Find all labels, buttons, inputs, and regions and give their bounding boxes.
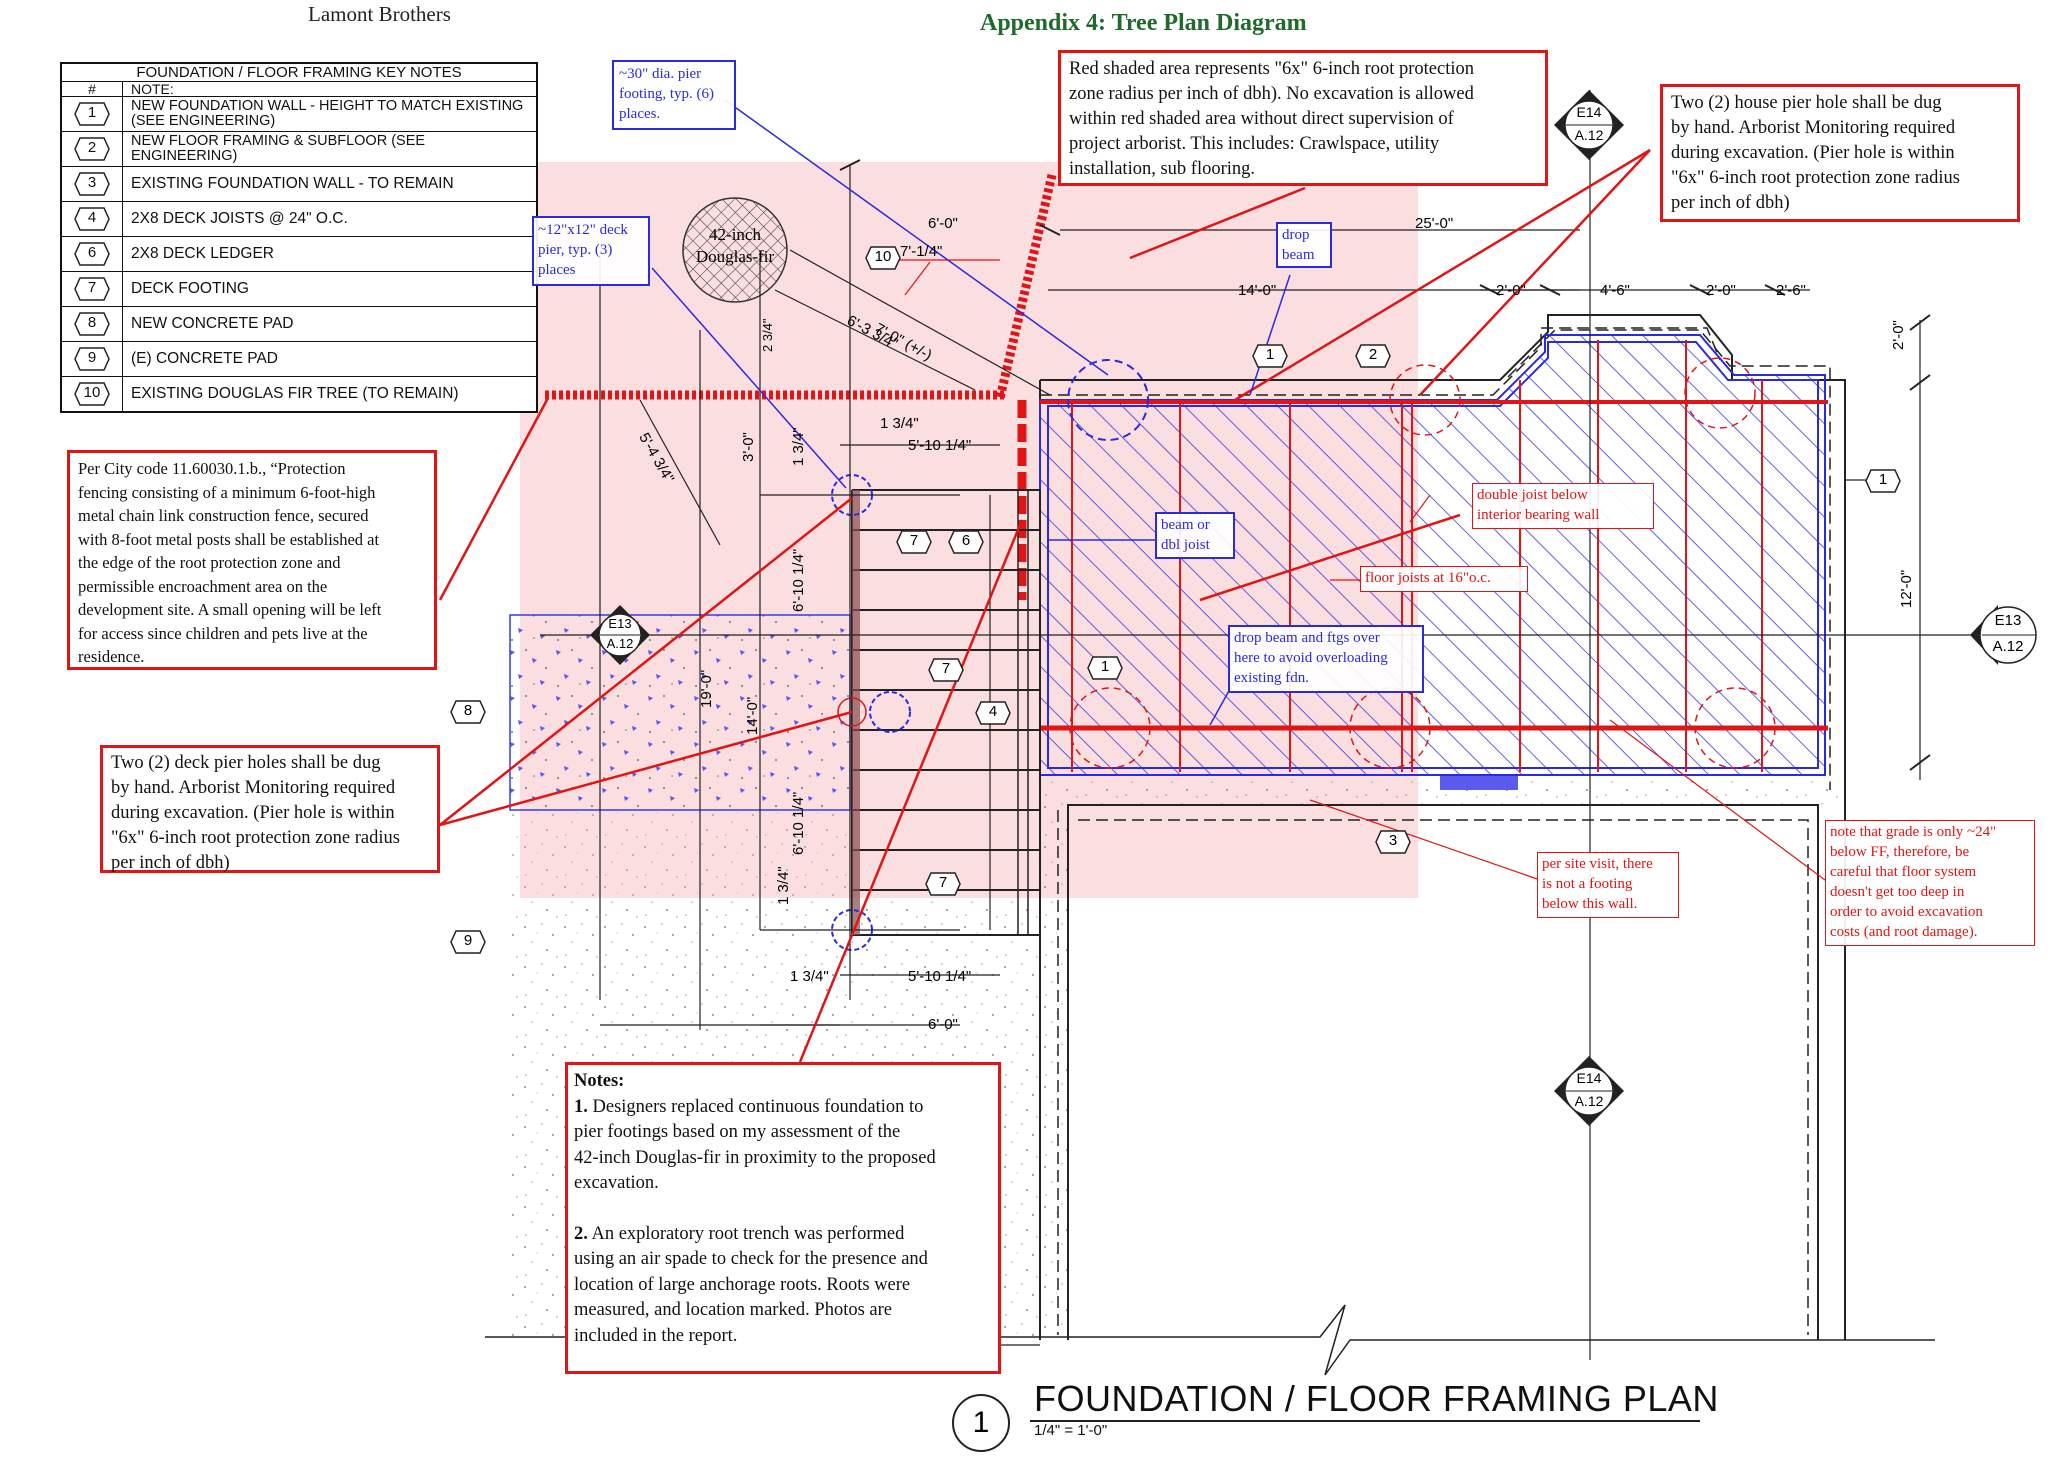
dim-2-0-a: 2'-0" [1496,282,1526,299]
beam-dbl-joist-callout: beam or dbl joist [1155,512,1235,559]
dim-19-0: 19'-0" [698,669,715,708]
dim-2-0-v: 2'-0" [1890,320,1907,350]
dim-12-0: 12'-0" [1898,569,1915,608]
dim-25-0: 25'-0" [1415,215,1454,232]
section-mark-e14-top: E14 A.12 [1552,88,1626,162]
tag-3: 3 [1375,830,1411,854]
dim-14-0-top: 14'-0" [1238,282,1277,299]
house-pier-callout: Two (2) house pier hole shall be dug by … [1660,84,2020,222]
dim-5-10-a: 5'-10 1/4" [908,437,972,454]
key-notes-table: FOUNDATION / FLOOR FRAMING KEY NOTES #NO… [60,62,538,413]
notes-box: Notes: 1. Designers replaced continuous … [565,1062,1001,1374]
douglas-fir-tree [682,197,788,303]
tag-4: 4 [975,701,1011,725]
dim-6-10-b: 6'-10 1/4" [790,791,807,855]
drop-beam-callout: drop beam [1276,222,1332,268]
city-code-callout: Per City code 11.60030.1.b., “Protection… [67,450,437,670]
tag-1-top: 1 [1252,344,1288,368]
tag-7-b: 7 [928,658,964,682]
dim-1-3-4-d: 1 3/4" [790,968,829,985]
drop-beam-ftgs-callout: drop beam and ftgs over here to avoid ov… [1228,625,1424,693]
key-note-row: 9(E) CONCRETE PAD [60,341,538,377]
root-zone-callout: Red shaded area represents "6x" 6-inch r… [1058,50,1548,186]
pier-footing-callout: ~30" dia. pier footing, typ. (6) places. [612,60,736,130]
grade-note-callout: note that grade is only ~24" below FF, t… [1825,820,2035,946]
section-mark-e13-right: E13 A.12 [1968,600,2042,670]
dim-1-3-4-b: 1 3/4" [790,427,807,466]
dim-6-0-bottom: 6'-0" [928,1016,958,1033]
tag-1-mid: 1 [1087,656,1123,680]
dim-1-3-4-a: 1 3/4" [880,415,919,432]
dim-2-6: 2'-6" [1776,282,1806,299]
plan-scale: 1/4" = 1'-0" [1034,1422,1108,1439]
tree-tag: 10 [865,246,901,270]
dim-6-10-a: 6'-10 1/4" [790,548,807,612]
key-notes-col-num: # [60,81,123,97]
tag-7-a: 7 [896,530,932,554]
tag-9: 9 [450,930,486,954]
double-joist-callout: double joist below interior bearing wall [1472,483,1654,529]
dim-5-10-b: 5'-10 1/4" [908,968,972,985]
note-1: 1. Designers replaced continuous foundat… [574,1096,936,1194]
section-mark-e14-bottom: E14 A.12 [1552,1054,1626,1128]
site-visit-callout: per site visit, there is not a footing b… [1537,852,1679,918]
dim-2-0-b: 2'-0" [1706,282,1736,299]
tag-2: 2 [1355,344,1391,368]
dim-1-3-4-c: 1 3/4" [775,866,792,905]
dim-4-6: 4'-6" [1600,282,1630,299]
tag-6: 6 [948,530,984,554]
tree-label: 42-inch Douglas-fir [695,225,775,266]
note-2: 2. An exploratory root trench was perfor… [574,1223,928,1346]
floor-joists-callout: floor joists at 16"o.c. [1360,566,1528,592]
sheet-title: Appendix 4: Tree Plan Diagram [980,10,1307,36]
tag-7-c: 7 [925,872,961,896]
tag-8: 8 [450,700,486,724]
new-concrete-pad [509,614,851,811]
dim-7-1-4: 7'-1/4" [900,243,943,260]
dim-2-3-4: 2 3/4" [760,318,775,352]
key-notes-title: FOUNDATION / FLOOR FRAMING KEY NOTES [60,62,538,82]
key-notes-col-note: NOTE: [122,81,538,97]
company-name: Lamont Brothers [308,2,451,26]
plan-title: FOUNDATION / FLOOR FRAMING PLAN [1034,1378,1719,1419]
plan-number: 1 [952,1394,1010,1452]
dim-14-0-v: 14'-0" [744,696,761,735]
deck-pier-holes-callout: Two (2) deck pier holes shall be dug by … [100,745,440,873]
deck-pier-size-callout: ~12"x12" deck pier, typ. (3) places [532,216,650,286]
notes-title: Notes: [574,1071,625,1091]
tag-1-right: 1 [1865,469,1901,493]
dim-6-0-top: 6'-0" [928,215,958,232]
dim-3-0: 3'-0" [740,432,757,462]
section-mark-e13-left: E13 A.12 [588,603,652,667]
